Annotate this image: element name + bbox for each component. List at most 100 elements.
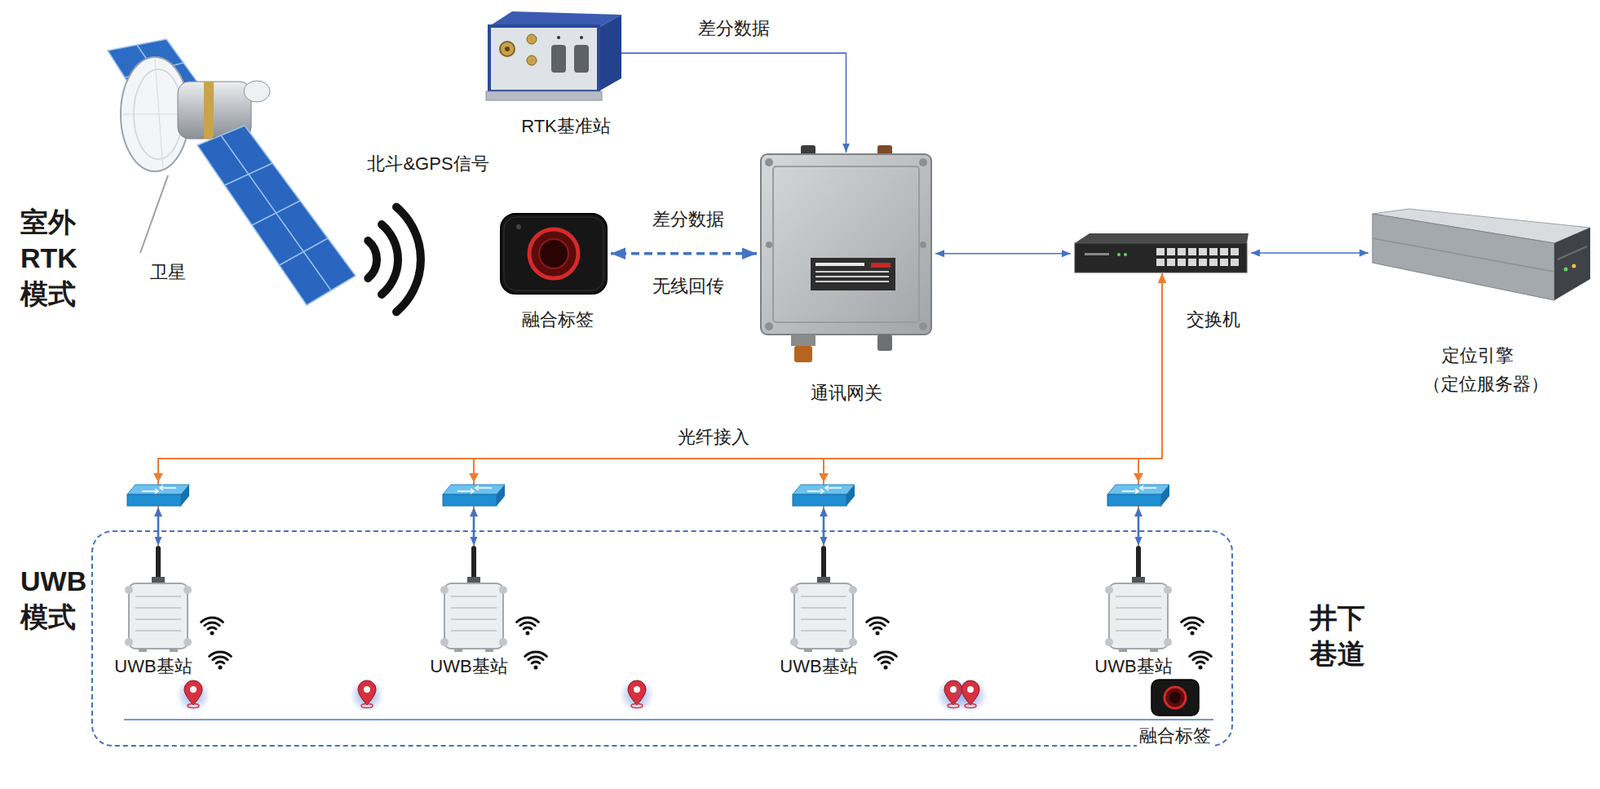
annotation-label: 北斗&GPS信号	[366, 153, 489, 175]
access-switches	[1107, 484, 1170, 506]
text-holder: 融合标签	[1136, 724, 1214, 747]
tunnel-track	[176, 677, 211, 712]
server-illustration	[1372, 213, 1555, 301]
uwb-station-node: UWB基站	[1102, 545, 1175, 653]
text-holder: 差分数据	[652, 208, 725, 230]
tunnel-track	[123, 677, 1214, 720]
fusion-tag-illustration	[500, 213, 607, 294]
gateway-enclosure-illustration	[765, 241, 773, 248]
gateway-enclosure-illustration	[764, 322, 774, 331]
text-holder: 卫星	[150, 261, 186, 283]
gateway-enclosure-illustration	[810, 257, 896, 291]
uwb-stations	[525, 651, 548, 669]
server-illustration	[1372, 208, 1591, 301]
rtk-base-station-illustration	[486, 11, 622, 101]
satellite-illustration	[203, 81, 214, 139]
network-connector	[935, 252, 1071, 255]
fiber-connector	[158, 273, 1163, 546]
uwb-stations	[209, 651, 232, 669]
access-switches	[154, 507, 163, 517]
network-connector	[1250, 251, 1369, 254]
fusion-tag-node: 融合标签	[499, 212, 609, 296]
uwb-stations	[1104, 545, 1172, 652]
access-switches	[792, 484, 855, 506]
text-holder: （定位服务器）	[1423, 373, 1549, 395]
fusion-tag-illustration	[1169, 691, 1181, 703]
node-label: UWB基站	[114, 655, 192, 677]
mode-heading: UWB 模式	[20, 562, 87, 635]
text-holder: RTK基准站	[521, 115, 611, 138]
text-holder: 差分数据	[698, 17, 770, 40]
satellite-illustration	[220, 135, 332, 291]
uwb-stations	[124, 545, 1212, 670]
access-switches	[468, 472, 479, 482]
uwb-station-node: UWB基站	[122, 545, 195, 653]
tunnel-track	[123, 718, 1214, 721]
uwb-stations	[201, 617, 224, 635]
text-holder: UWB基站	[779, 655, 858, 677]
fusion-tag-illustration	[529, 229, 579, 279]
uwb-stations	[124, 545, 192, 652]
node-label: RTK基准站	[521, 115, 611, 138]
uwb-stations	[790, 545, 858, 652]
connector-group	[158, 53, 1369, 546]
signal-waves	[367, 240, 377, 279]
gateway-enclosure-illustration	[791, 334, 816, 346]
text-holder: 交换机	[1186, 309, 1241, 331]
switch-illustration	[1074, 233, 1249, 244]
text-holder: UWB 模式	[20, 562, 87, 635]
rtk-base-station-illustration	[504, 46, 510, 52]
rtk-base-station-illustration	[499, 41, 515, 57]
gateway-enclosure-illustration	[919, 322, 928, 331]
tunnel-region: 井下 巷道UWB基站UWB基站UWB基站UWB基站融合标签	[91, 530, 1234, 747]
gateway-enclosure-illustration	[794, 345, 813, 363]
server-illustration	[1572, 264, 1577, 269]
fusion-tag-illustration	[1151, 679, 1199, 716]
switch-illustration	[1123, 252, 1128, 257]
uwb-stations	[517, 617, 540, 635]
text-holder: UWB基站	[114, 655, 192, 677]
gateway-enclosure-illustration	[919, 158, 928, 167]
text-holder: 通讯网关	[810, 382, 883, 404]
satellite-illustration	[243, 80, 270, 102]
server-illustration	[1564, 267, 1569, 272]
uwb-station-node: UWB基站	[437, 545, 510, 653]
gateway-enclosure-illustration	[764, 158, 774, 167]
text-holder: 定位引擎	[1441, 344, 1514, 367]
rtk-base-station-illustration	[598, 14, 622, 92]
wireless-connector	[610, 251, 757, 256]
switch-illustration	[1074, 243, 1247, 273]
satellite-illustration	[197, 125, 356, 305]
uwb-stations	[866, 617, 889, 635]
node-label: （定位服务器）	[1423, 373, 1549, 395]
gateway-enclosure-illustration	[760, 154, 932, 335]
node-label: 定位引擎	[1441, 344, 1514, 367]
signal-waves	[396, 207, 421, 313]
node-label: 通讯网关	[810, 382, 883, 404]
signal-waves	[381, 224, 398, 295]
rtk-base-station-illustration	[551, 44, 566, 73]
annotation-label: 光纤接入	[677, 426, 750, 448]
rtk-base-station-illustration	[489, 26, 599, 92]
server-illustration	[1557, 246, 1587, 260]
gateway-enclosure-illustration	[773, 166, 920, 323]
text-holder: 北斗&GPS信号	[366, 153, 489, 175]
annotation-label: 无线回传	[652, 275, 725, 297]
text-holder: 室外 RTK 模式	[20, 203, 78, 313]
signal-waves	[367, 207, 421, 313]
uwb-stations	[1181, 617, 1204, 635]
gateway-enclosure-illustration	[815, 270, 889, 273]
rtk-base-station-illustration	[526, 34, 537, 45]
data-connector	[621, 53, 847, 153]
uwb-stations	[1189, 651, 1212, 669]
tunnel-track	[619, 677, 655, 712]
node-label: UWB基站	[429, 655, 508, 677]
rtk-base-station-illustration	[556, 35, 561, 40]
server-node: 定位引擎（定位服务器）	[1370, 208, 1592, 301]
node-label: 卫星	[150, 261, 186, 283]
node-label: UWB基站	[1094, 655, 1172, 677]
mode-heading: 室外 RTK 模式	[20, 203, 78, 313]
satellite-illustration	[107, 39, 356, 305]
fusion-tag-illustration	[1164, 686, 1186, 708]
text-holder: 光纤接入	[677, 426, 750, 448]
